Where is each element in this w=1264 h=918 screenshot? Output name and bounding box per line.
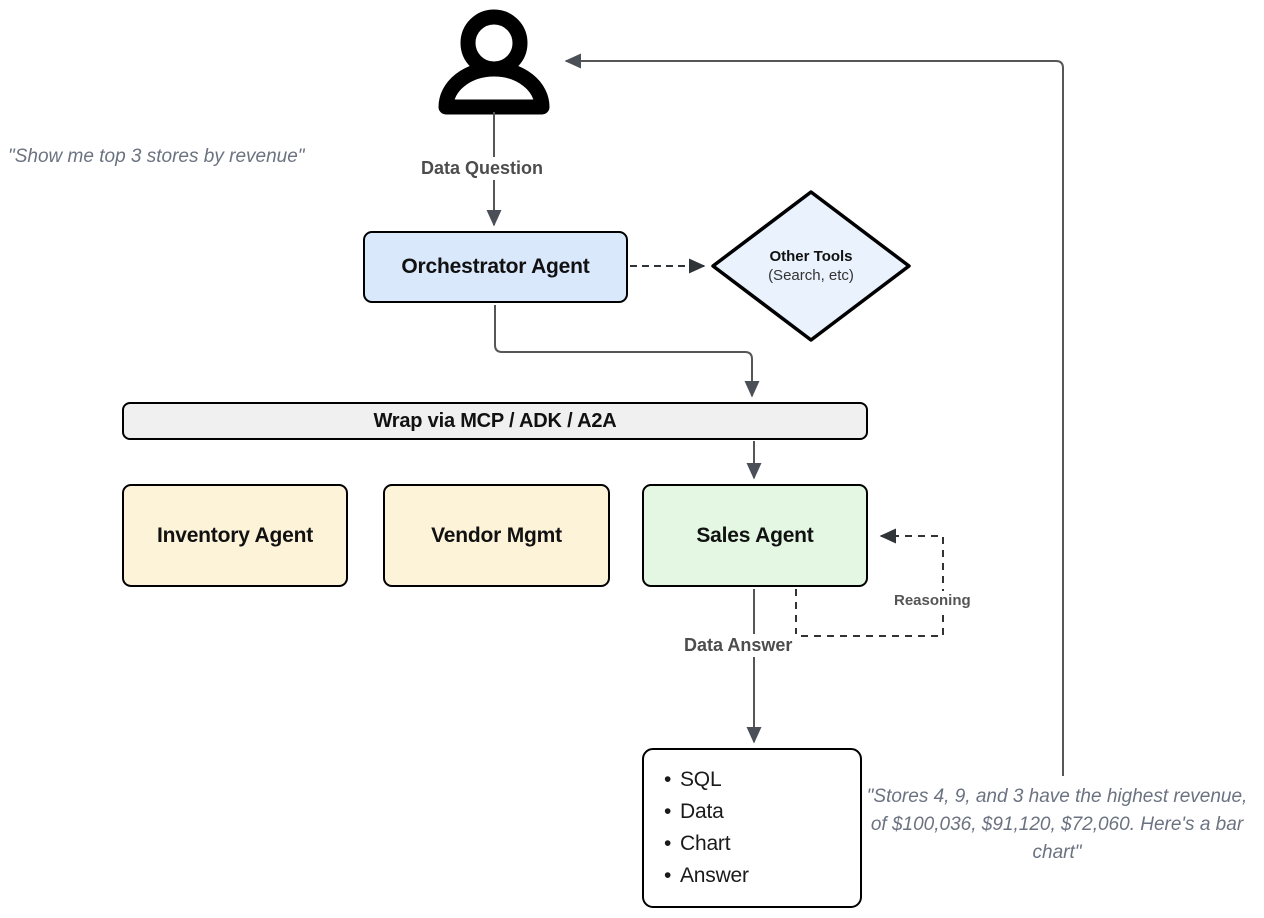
wrapper-label: Wrap via MCP / ADK / A2A [373,409,617,432]
edge-label-reasoning: Reasoning [888,591,977,610]
final-answer-quote: "Stores 4, 9, and 3 have the highest rev… [866,786,1248,864]
other-tools-sublabel: (Search, etc) [768,267,854,284]
list-item: Answer [664,860,749,892]
orchestrator-agent-label: Orchestrator Agent [401,255,590,278]
edge-sales-reasoning-loop [795,528,944,637]
other-tools-diamond[interactable] [711,190,911,342]
vendor-mgmt-label: Vendor Mgmt [431,523,562,547]
node-wrapper-mcp-adk-a2a[interactable]: Wrap via MCP / ADK / A2A [122,402,868,440]
node-vendor-mgmt[interactable]: Vendor Mgmt [383,484,610,587]
node-output-artifacts[interactable]: SQL Data Chart Answer [642,748,862,908]
edge-output-to-user-return [564,53,1064,776]
list-item: SQL [664,764,749,796]
output-artifact-list: SQL Data Chart Answer [664,764,749,892]
user-person-icon [438,9,550,115]
list-item: Data [664,796,749,828]
user-question-quote: "Show me top 3 stores by revenue" [8,146,305,167]
inventory-agent-label: Inventory Agent [156,523,314,547]
edge-orchestrator-to-wrapper [494,305,760,398]
edge-label-data-answer: Data Answer [678,634,799,657]
node-orchestrator-agent[interactable]: Orchestrator Agent [363,231,628,303]
sales-agent-label: Sales Agent [696,523,814,547]
list-item: Chart [664,828,749,860]
other-tools-label: Other Tools [769,247,853,265]
node-inventory-agent[interactable]: Inventory Agent [122,484,348,587]
edge-label-data-question: Data Question [415,157,550,180]
node-other-tools: Other Tools (Search, etc) [711,190,911,342]
other-tools-label-group: Other Tools (Search, etc) [711,190,911,342]
node-sales-agent[interactable]: Sales Agent [642,484,868,587]
